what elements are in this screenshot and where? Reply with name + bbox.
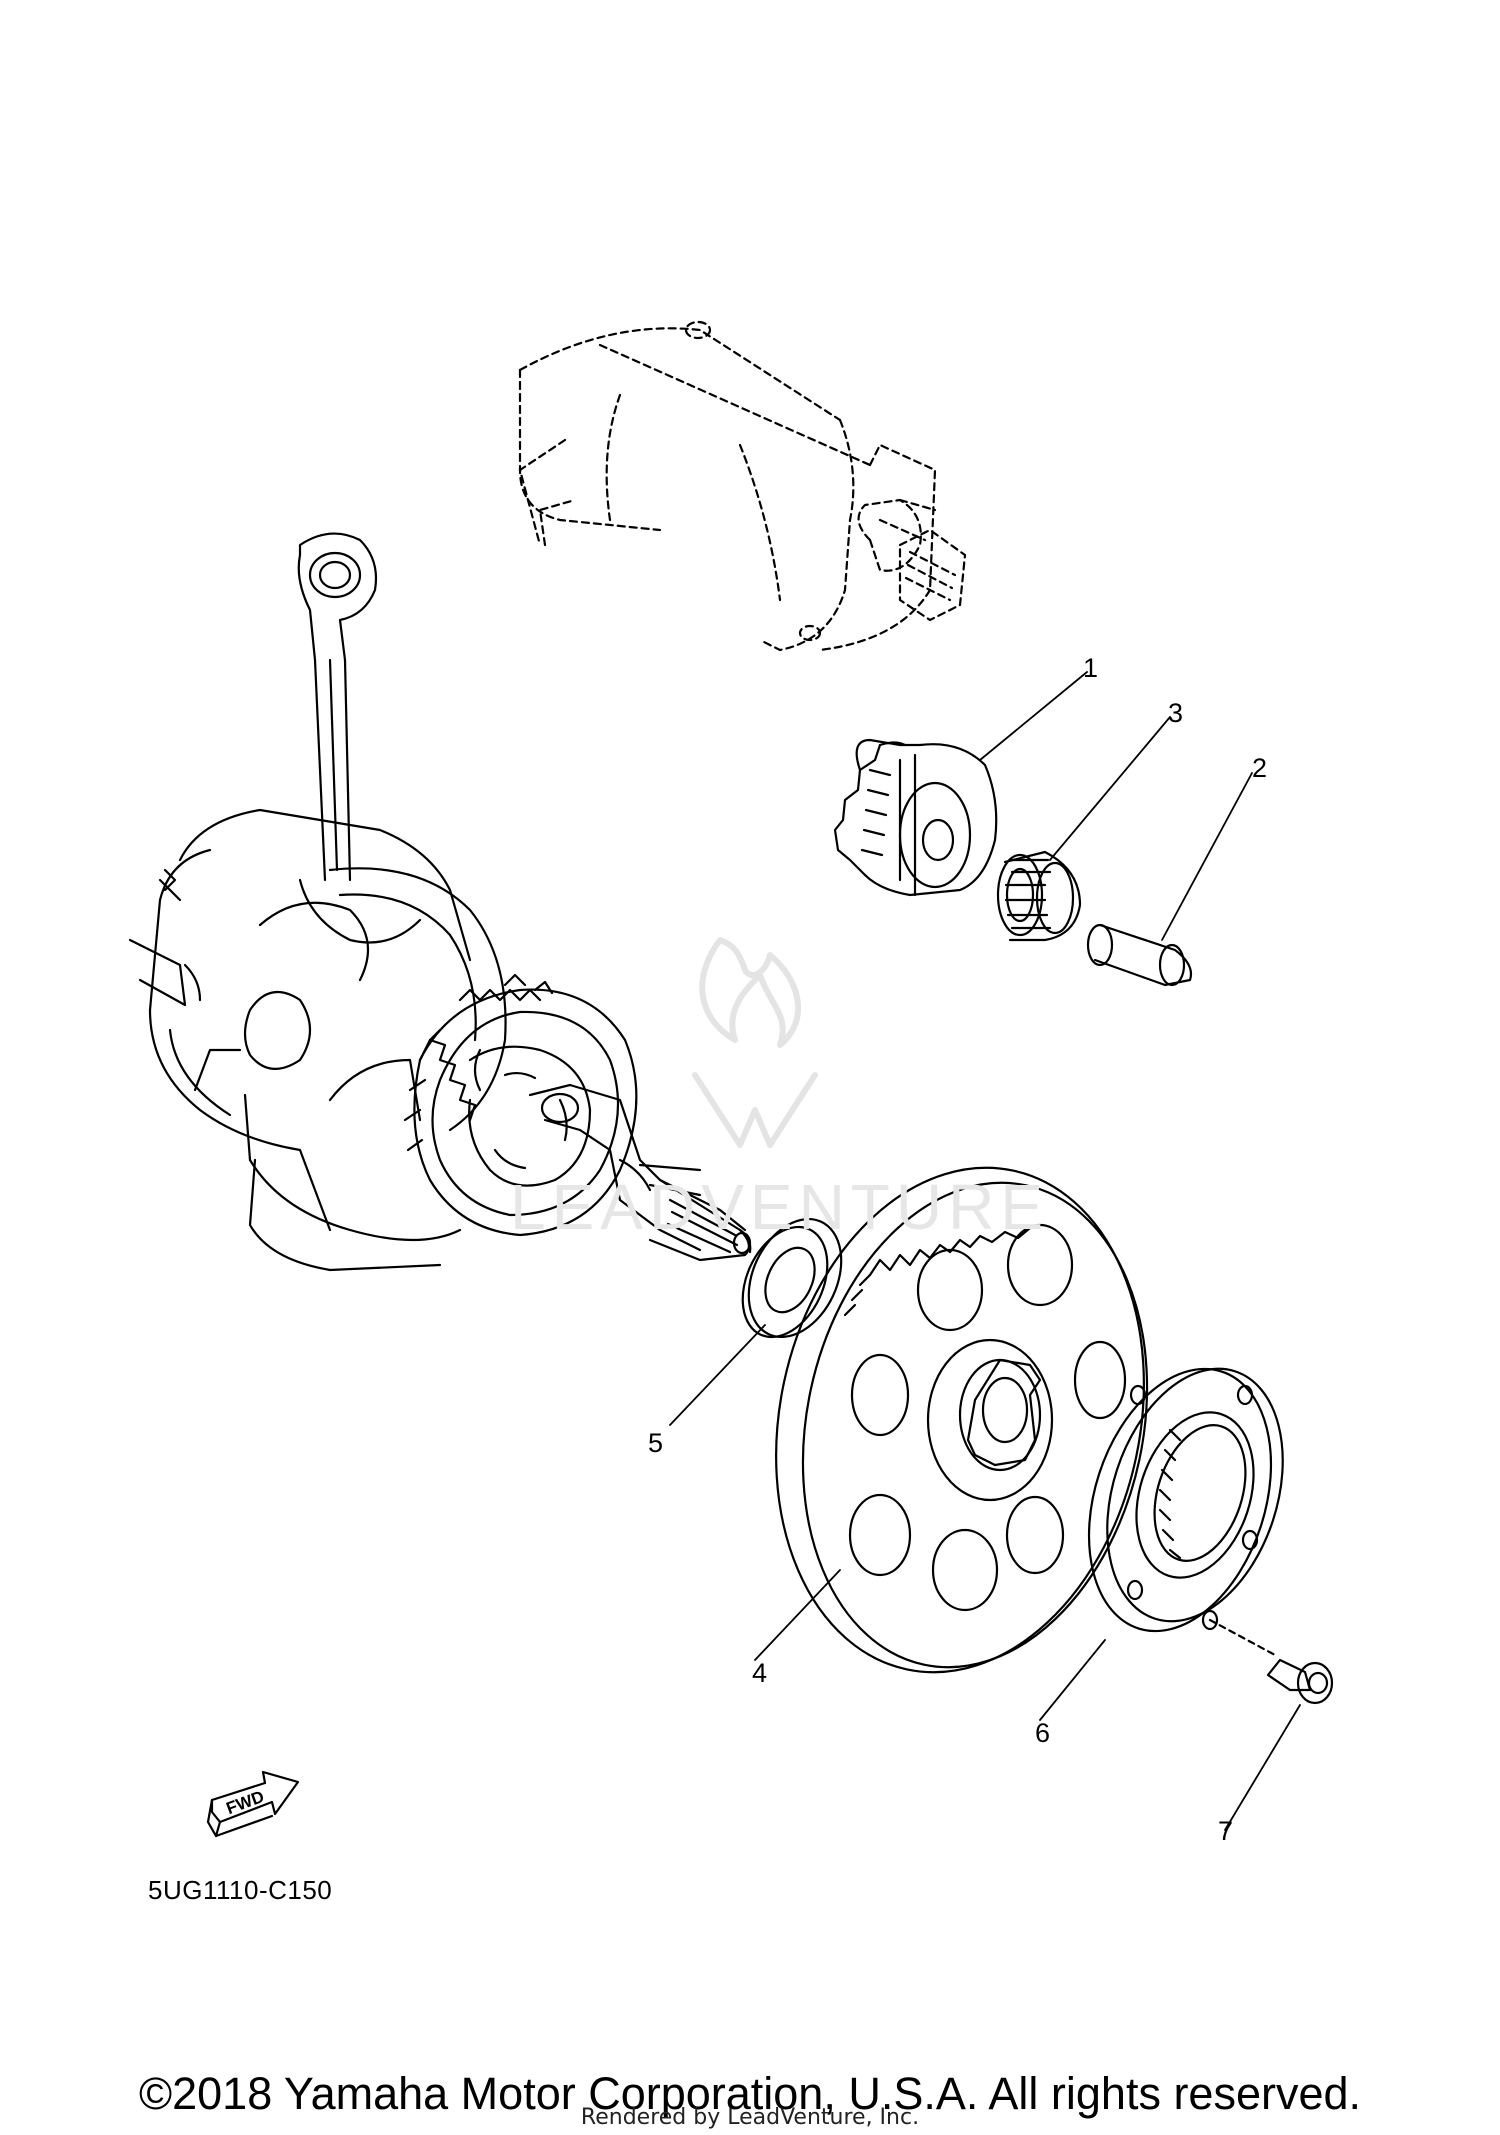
callout-3: 3 — [1168, 698, 1184, 728]
diagram-code: 5UG1110-C150 — [148, 1875, 333, 1905]
part-7-bolt — [1266, 1658, 1334, 1705]
callout-6: 6 — [1035, 1718, 1051, 1748]
rendered-by-text: Rendered by LeadVenture, Inc. — [580, 2105, 920, 2130]
crankshaft-assembly — [128, 532, 752, 1272]
fwd-arrow-icon — [206, 1770, 300, 1838]
leader-lines — [669, 671, 1301, 1831]
part-5-washer — [741, 1217, 843, 1339]
callout-5: 5 — [648, 1428, 664, 1458]
part-3-needle-bearing — [996, 850, 1082, 942]
part-1-idle-gear — [833, 738, 998, 897]
part-2-shaft — [1086, 923, 1193, 987]
part-4-starter-wheel-gear — [775, 1166, 1149, 1674]
watermark-logo — [692, 937, 818, 1148]
copyright-notice: ©2018 Yamaha Motor Corporation, U.S.A. A… — [138, 2068, 1362, 2119]
callout-2: 2 — [1252, 753, 1268, 783]
callout-1: 1 — [1083, 653, 1099, 683]
part-6-one-way-clutch — [1087, 1367, 1284, 1633]
callout-7: 7 — [1218, 1816, 1234, 1846]
watermark-text: LEADVENTURE — [510, 1171, 1049, 1243]
callout-4: 4 — [752, 1658, 768, 1688]
alignment-dashed-line — [1208, 1618, 1277, 1657]
starter-motor — [518, 320, 967, 652]
